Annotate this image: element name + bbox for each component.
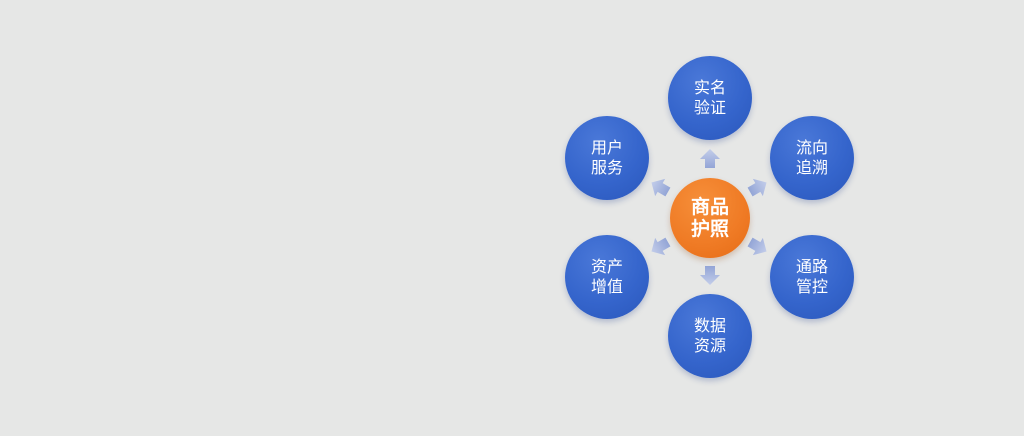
node-flow-tracing: 流向 追溯 — [770, 116, 854, 200]
center-node-line2: 护照 — [690, 218, 729, 240]
node-user-service: 用户 服务 — [565, 116, 649, 200]
node-label-line1: 实名 — [693, 78, 726, 97]
node-label-line1: 数据 — [693, 316, 726, 335]
node-asset-appreciation: 资产 增值 — [565, 235, 649, 319]
node-label-line2: 服务 — [590, 158, 623, 177]
arrow-to-upper-left — [646, 173, 673, 201]
node-real-name-verification: 实名 验证 — [668, 56, 752, 140]
node-label-line2: 管控 — [795, 277, 828, 296]
arrow-to-lower-right — [745, 233, 772, 261]
node-label-line2: 增值 — [590, 277, 623, 296]
node-label-line1: 资产 — [590, 257, 623, 276]
center-node-product-passport: 商品 护照 — [670, 178, 750, 258]
node-label-line1: 用户 — [590, 138, 623, 157]
arrow-to-bottom — [700, 266, 720, 285]
node-label-line2: 验证 — [693, 98, 726, 117]
node-label-line2: 追溯 — [795, 158, 828, 177]
center-node-line1: 商品 — [690, 196, 729, 218]
arrow-to-lower-left — [646, 233, 673, 261]
arrow-to-top — [700, 149, 720, 168]
node-label-line1: 通路 — [795, 257, 828, 276]
node-channel-control: 通路 管控 — [770, 235, 854, 319]
node-label-line1: 流向 — [795, 138, 828, 157]
node-data-resources: 数据 资源 — [668, 294, 752, 378]
arrow-to-upper-right — [745, 173, 772, 201]
node-label-line2: 资源 — [693, 336, 726, 355]
